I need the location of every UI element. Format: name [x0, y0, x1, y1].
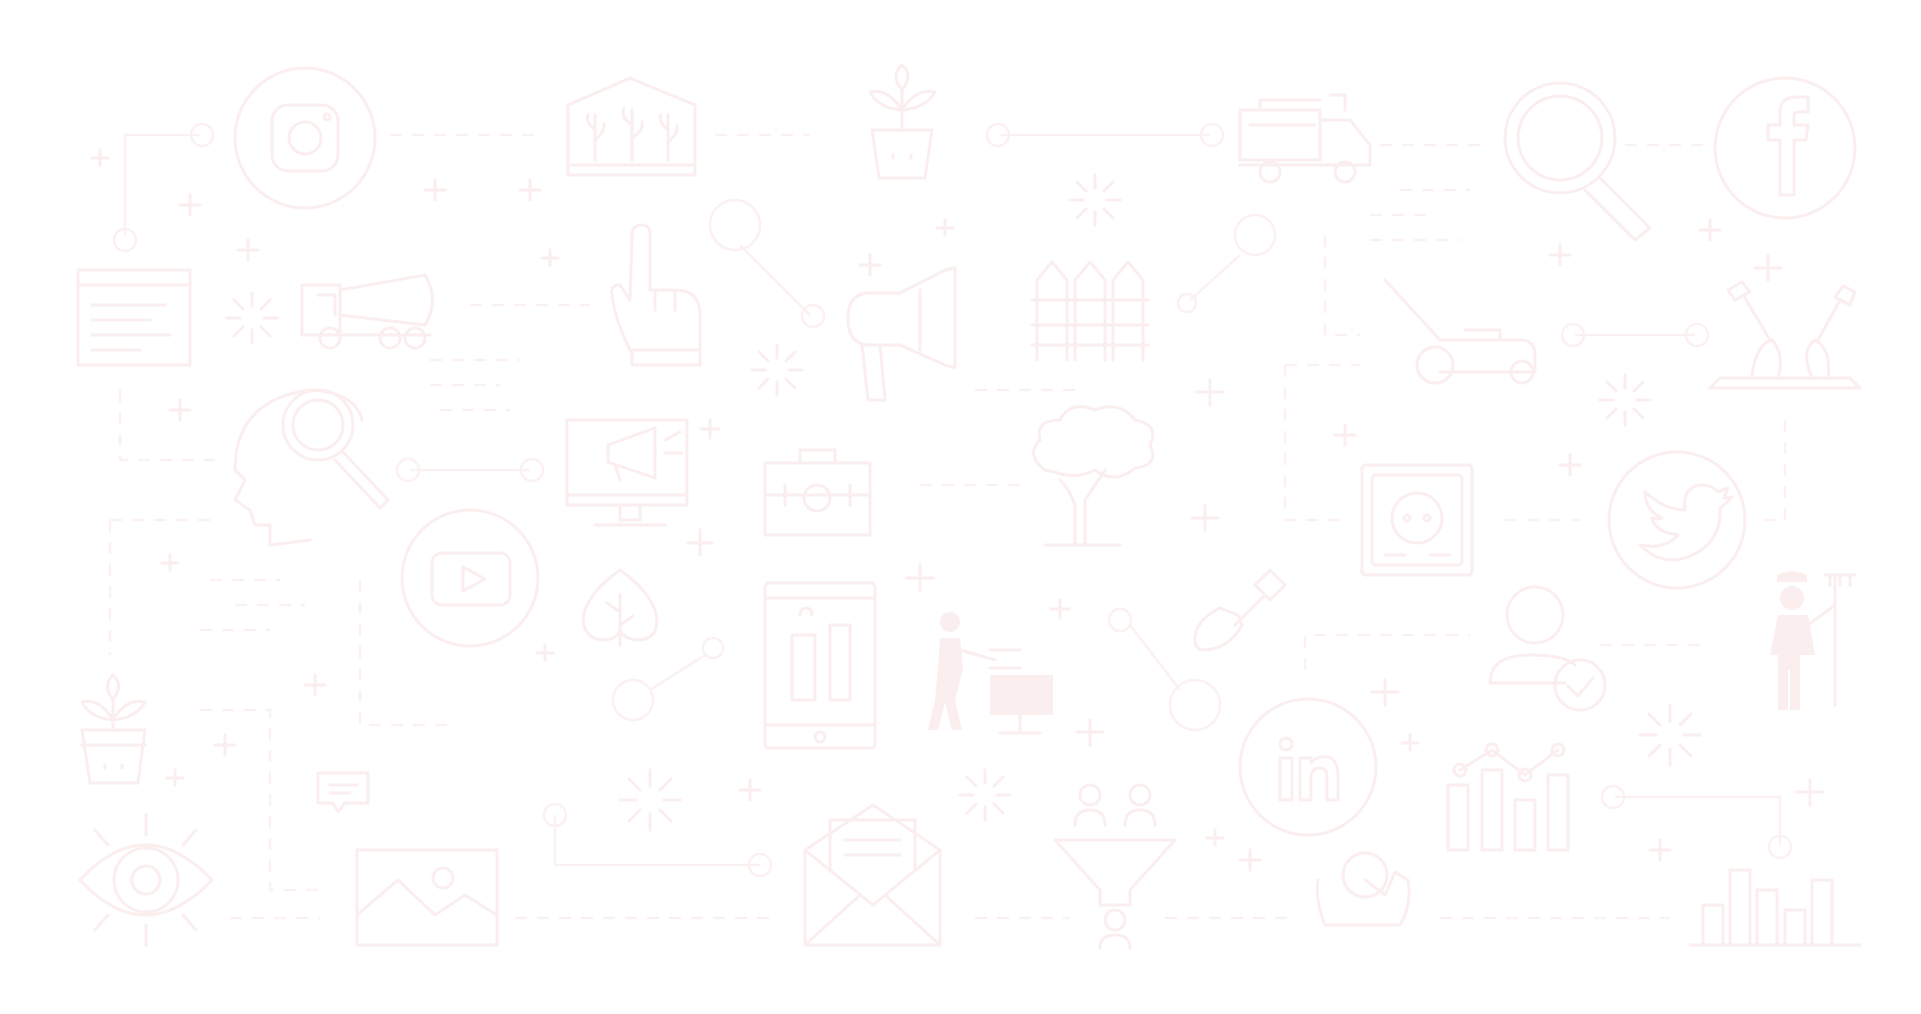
magnifier-icon [1503, 81, 1652, 242]
gardener-icon [928, 612, 1053, 735]
facebook-icon [1713, 76, 1857, 220]
greenhouse-icon [566, 76, 697, 177]
megaphone-icon [846, 266, 957, 402]
cement-mixer-icon [300, 273, 434, 350]
hand-dollar-icon [1315, 851, 1411, 927]
mobile-app-icon [763, 581, 877, 750]
youtube-icon [400, 508, 540, 648]
image-icon [355, 848, 499, 947]
electric-outlet-icon [1360, 463, 1474, 577]
bar-line-chart-icon [1446, 742, 1570, 852]
browser-window-icon [76, 268, 192, 367]
twitter-icon [1607, 450, 1747, 590]
sales-funnel-icon [1053, 783, 1177, 950]
fence-icon [1030, 260, 1150, 362]
tree-icon [1032, 405, 1155, 547]
farmer-rake-icon [1770, 571, 1857, 710]
monitor-megaphone-icon [565, 418, 689, 527]
burst-decorations [225, 173, 1702, 832]
eye-icon [78, 813, 214, 947]
instagram-icon [233, 66, 377, 210]
chat-bubble-icon [316, 771, 370, 814]
lawn-mower-icon [1383, 278, 1537, 385]
leaf-icon [581, 568, 659, 647]
pointing-hand-icon [610, 223, 702, 367]
dump-truck-icon [1238, 93, 1372, 184]
shovels-icon [1708, 280, 1862, 390]
envelope-icon [803, 803, 942, 947]
plant-pot-icon [80, 673, 147, 785]
user-check-icon [1488, 585, 1607, 712]
sparkle-decorations [90, 148, 1825, 872]
linkedin-icon [1238, 697, 1378, 837]
head-search-icon [233, 388, 390, 547]
shovel-icon [1193, 568, 1287, 652]
connector-lines [108, 122, 1793, 920]
toolbox-icon [763, 448, 872, 537]
potted-plant-icon [868, 63, 937, 180]
bar-chart-icon [1688, 868, 1862, 947]
